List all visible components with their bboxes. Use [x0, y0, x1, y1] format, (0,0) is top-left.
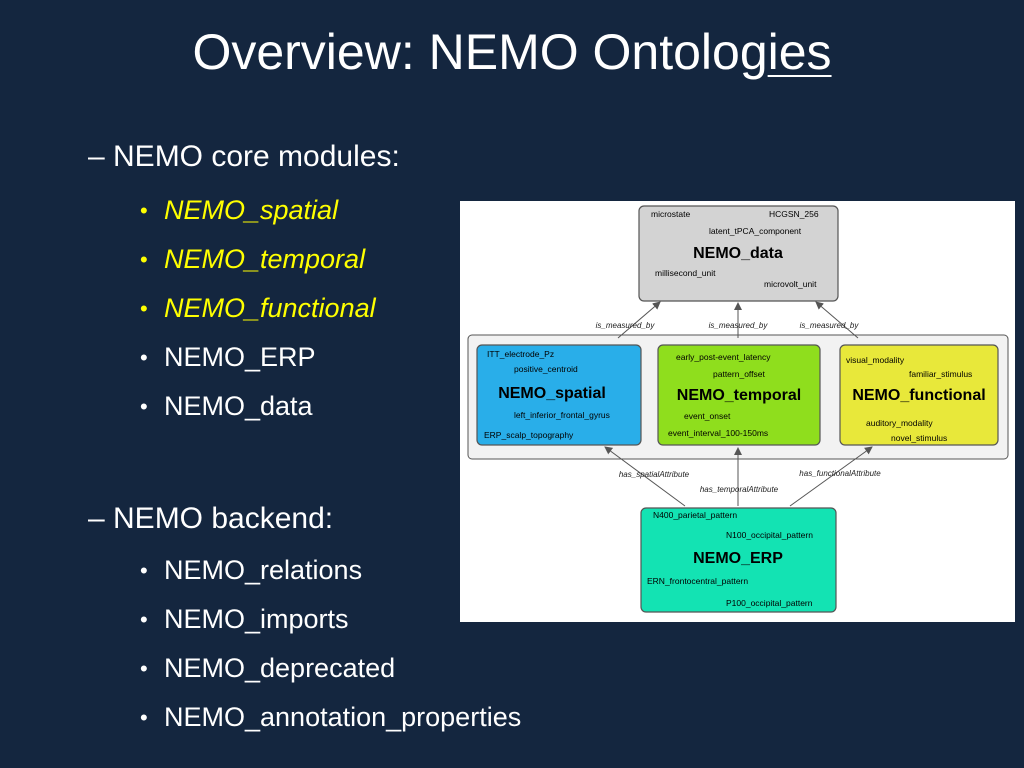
list-item: •NEMO_spatial — [138, 186, 376, 235]
svg-text:latent_tPCA_component: latent_tPCA_component — [709, 226, 802, 236]
slide-title-main: Overview: NEMO Ontolog — [192, 24, 768, 80]
ontology-diagram-svg: is_measured_by is_measured_by is_measure… — [467, 205, 1009, 613]
list-item: •NEMO_imports — [138, 595, 521, 644]
edge-label-is-measured-by-2: is_measured_by — [709, 321, 769, 330]
svg-text:early_post-event_latency: early_post-event_latency — [676, 352, 771, 362]
node-nemo-temporal: early_post-event_latency pattern_offset … — [657, 344, 821, 446]
list-item: •NEMO_ERP — [138, 333, 376, 382]
edge-erp-to-functional — [789, 446, 873, 507]
edge-label-has-spatial: has_spatialAttribute — [619, 470, 690, 479]
bullet-icon: • — [140, 394, 148, 419]
list-item: •NEMO_annotation_properties — [138, 693, 521, 742]
node-title: NEMO_ERP — [693, 550, 783, 567]
node-nemo-functional: visual_modality familiar_stimulus NEMO_f… — [839, 344, 999, 446]
edge-label-has-functional: has_functionalAttribute — [799, 469, 881, 478]
edge-label-is-measured-by-3: is_measured_by — [800, 321, 860, 330]
node-nemo-data: microstate HCGSN_256 latent_tPCA_compone… — [638, 205, 839, 302]
bullet-icon: • — [140, 345, 148, 370]
bullet-icon: • — [140, 607, 148, 632]
svg-text:ITT_electrode_Pz: ITT_electrode_Pz — [487, 349, 554, 359]
svg-text:event_interval_100-150ms: event_interval_100-150ms — [668, 428, 768, 438]
list-item: •NEMO_relations — [138, 546, 521, 595]
core-modules-heading: – NEMO core modules: — [88, 140, 400, 173]
svg-text:auditory_modality: auditory_modality — [866, 418, 933, 428]
bullet-icon: • — [140, 558, 148, 583]
slide-title-underlined: ies — [767, 24, 832, 80]
edge-spatial-to-data — [617, 301, 661, 339]
svg-text:pattern_offset: pattern_offset — [713, 369, 765, 379]
svg-text:positive_centroid: positive_centroid — [514, 364, 578, 374]
node-nemo-erp: N400_parietal_pattern N100_occipital_pat… — [640, 507, 837, 613]
bullet-icon: • — [140, 296, 148, 321]
svg-text:microstate: microstate — [651, 209, 690, 219]
edge-label-has-temporal: has_temporalAttribute — [700, 485, 779, 494]
backend-list: •NEMO_relations •NEMO_imports •NEMO_depr… — [138, 546, 521, 742]
svg-text:N400_parietal_pattern: N400_parietal_pattern — [653, 510, 737, 520]
svg-text:N100_occipital_pattern: N100_occipital_pattern — [726, 530, 813, 540]
bullet-icon: • — [140, 198, 148, 223]
svg-text:millisecond_unit: millisecond_unit — [655, 268, 716, 278]
svg-text:HCGSN_256: HCGSN_256 — [769, 209, 819, 219]
svg-text:novel_stimulus: novel_stimulus — [891, 433, 947, 443]
svg-text:ERP_scalp_topography: ERP_scalp_topography — [484, 430, 574, 440]
slide-title: Overview: NEMO Ontologies — [0, 22, 1024, 82]
node-title: NEMO_spatial — [498, 385, 606, 402]
svg-text:P100_occipital_pattern: P100_occipital_pattern — [726, 598, 813, 608]
list-item: •NEMO_deprecated — [138, 644, 521, 693]
list-item: •NEMO_temporal — [138, 235, 376, 284]
list-item: •NEMO_data — [138, 382, 376, 431]
core-modules-list: •NEMO_spatial •NEMO_temporal •NEMO_funct… — [138, 186, 376, 431]
node-title: NEMO_data — [693, 245, 783, 262]
edge-erp-to-spatial — [604, 446, 686, 507]
edge-label-is-measured-by-1: is_measured_by — [596, 321, 656, 330]
ontology-diagram: is_measured_by is_measured_by is_measure… — [460, 201, 1015, 622]
list-item: •NEMO_functional — [138, 284, 376, 333]
svg-text:visual_modality: visual_modality — [846, 355, 905, 365]
node-nemo-spatial: ITT_electrode_Pz positive_centroid NEMO_… — [476, 344, 642, 446]
svg-text:event_onset: event_onset — [684, 411, 731, 421]
bullet-icon: • — [140, 705, 148, 730]
edge-functional-to-data — [815, 301, 859, 339]
backend-heading: – NEMO backend: — [88, 502, 334, 535]
svg-text:ERN_frontocentral_pattern: ERN_frontocentral_pattern — [647, 576, 748, 586]
svg-text:left_inferior_frontal_gyrus: left_inferior_frontal_gyrus — [514, 410, 610, 420]
svg-text:familiar_stimulus: familiar_stimulus — [909, 369, 972, 379]
node-title: NEMO_functional — [852, 387, 985, 404]
node-title: NEMO_temporal — [677, 387, 801, 404]
svg-text:microvolt_unit: microvolt_unit — [764, 279, 817, 289]
bullet-icon: • — [140, 656, 148, 681]
bullet-icon: • — [140, 247, 148, 272]
